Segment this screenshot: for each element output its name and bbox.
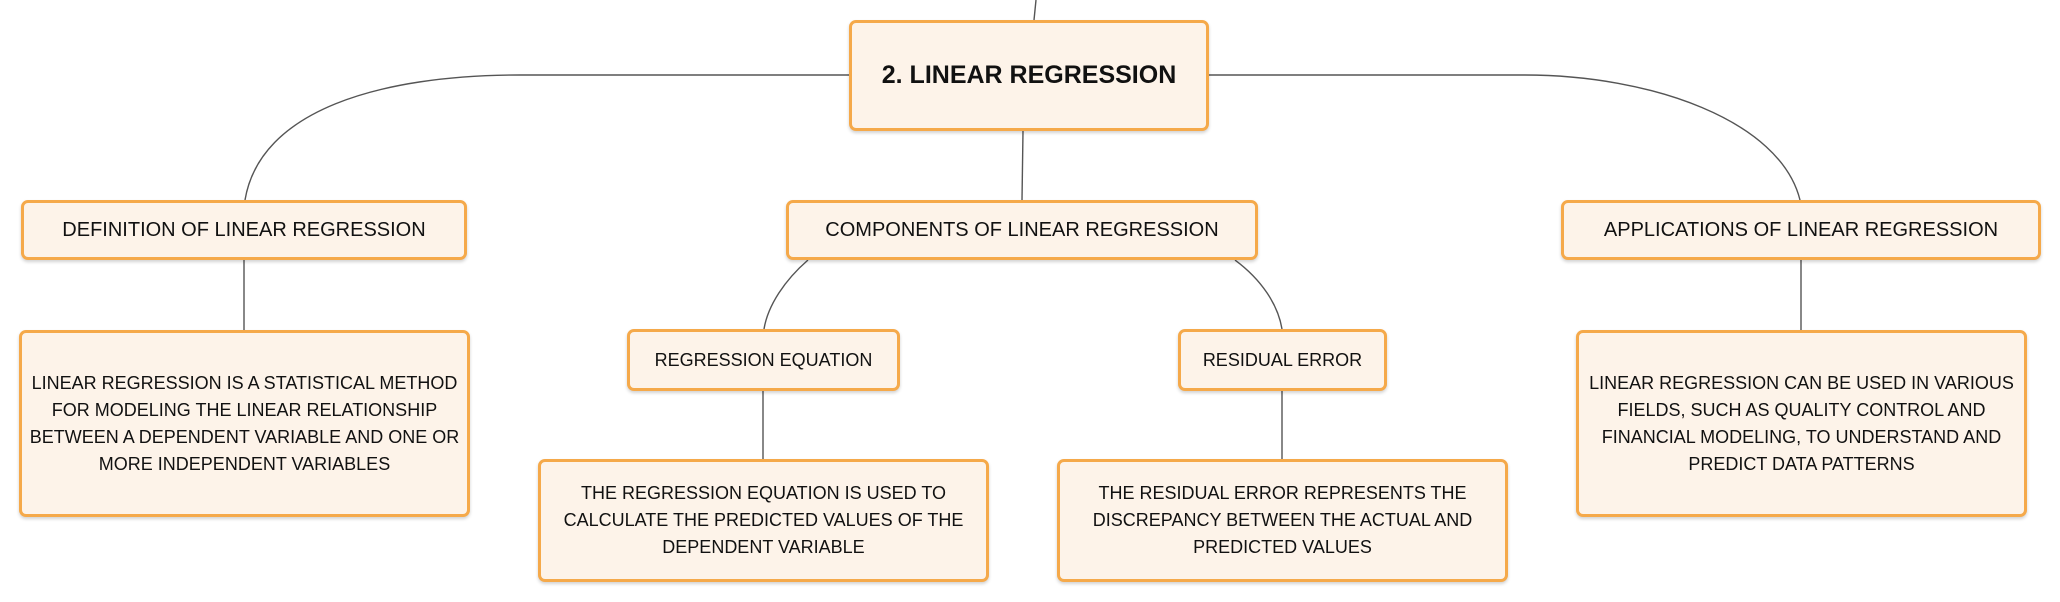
node-residual-error[interactable]: RESIDUAL ERROR <box>1178 329 1387 391</box>
node-regression-equation[interactable]: REGRESSION EQUATION <box>627 329 900 391</box>
residual-error-label: RESIDUAL ERROR <box>1202 349 1363 370</box>
node-residual-error-description[interactable]: THE RESIDUAL ERROR REPRESENTS THE DISCRE… <box>1057 459 1508 582</box>
node-components-of-linear-regression[interactable]: COMPONENTS OF LINEAR REGRESSION <box>786 200 1258 260</box>
applications-node-label: APPLICATIONS OF LINEAR REGRESSION <box>1603 218 1999 241</box>
root-node-label: 2. LINEAR REGRESSION <box>881 61 1177 89</box>
node-definition-of-linear-regression[interactable]: DEFINITION OF LINEAR REGRESSION <box>21 200 467 260</box>
definition-description-text: LINEAR REGRESSION IS A STATISTICAL METHO… <box>29 372 460 474</box>
applications-description-text: LINEAR REGRESSION CAN BE USED IN VARIOUS… <box>1589 372 2014 474</box>
root-node-linear-regression[interactable]: 2. LINEAR REGRESSION <box>849 20 1209 131</box>
node-definition-description[interactable]: LINEAR REGRESSION IS A STATISTICAL METHO… <box>19 330 470 517</box>
regression-equation-description-text: THE REGRESSION EQUATION IS USED TO CALCU… <box>563 483 964 557</box>
connector-root-applications <box>1209 74 1801 201</box>
connector-root-definition <box>244 74 849 201</box>
residual-error-description-text: THE RESIDUAL ERROR REPRESENTS THE DISCRE… <box>1092 483 1473 557</box>
node-applications-description[interactable]: LINEAR REGRESSION CAN BE USED IN VARIOUS… <box>1576 330 2027 517</box>
node-applications-of-linear-regression[interactable]: APPLICATIONS OF LINEAR REGRESSION <box>1561 200 2041 260</box>
node-regression-equation-description[interactable]: THE REGRESSION EQUATION IS USED TO CALCU… <box>538 459 989 582</box>
regression-equation-label: REGRESSION EQUATION <box>654 349 873 370</box>
components-node-label: COMPONENTS OF LINEAR REGRESSION <box>825 218 1219 241</box>
connector-components-equation <box>763 259 809 330</box>
connector-root-components <box>1021 130 1024 201</box>
connector-from-parent <box>1033 0 1037 21</box>
connector-components-residual <box>1234 259 1283 330</box>
definition-node-label: DEFINITION OF LINEAR REGRESSION <box>62 218 426 241</box>
